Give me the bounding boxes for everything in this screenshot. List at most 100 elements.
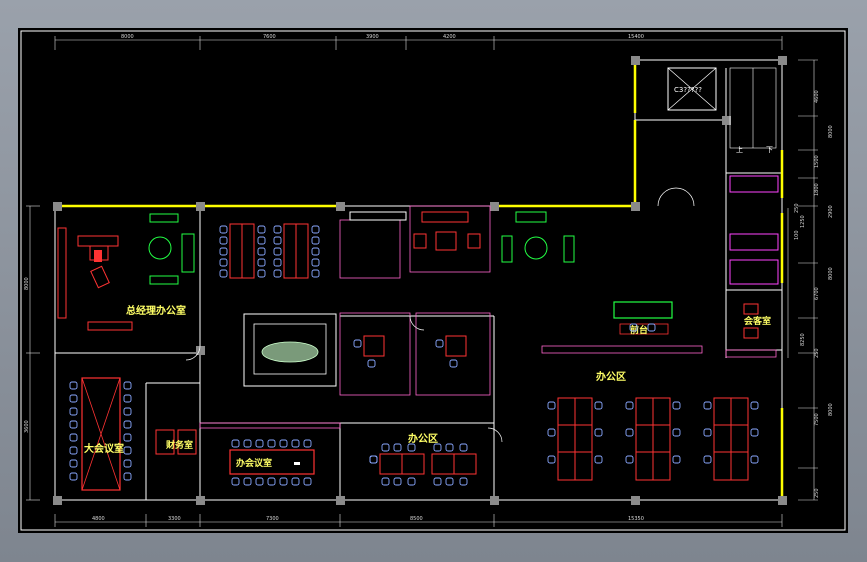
room-label-meeting: 办会议室 (236, 457, 272, 469)
big-meeting-table (81, 377, 121, 491)
dim-right-3: 1500 (814, 155, 820, 168)
dim-right-inner-2: 1250 (800, 215, 806, 228)
chair (273, 236, 282, 245)
chair (267, 477, 276, 486)
chair (353, 339, 362, 348)
chair (625, 455, 634, 464)
chair (255, 477, 264, 486)
chair (750, 428, 759, 437)
chair (672, 401, 681, 410)
chair (279, 439, 288, 448)
chair (123, 446, 132, 455)
chair (647, 323, 656, 332)
chair (69, 446, 78, 455)
drawing-border (20, 30, 846, 531)
chair (393, 443, 402, 452)
dim-right-8: 250 (814, 348, 820, 358)
chair (257, 247, 266, 256)
chair (703, 455, 712, 464)
chair (219, 236, 228, 245)
dim-top-1: 8000 (121, 34, 134, 40)
chair (123, 433, 132, 442)
chair (311, 236, 320, 245)
room-label-big-meeting: 大会议室 (84, 442, 124, 455)
chair (231, 439, 240, 448)
workstations-top-middle (229, 223, 309, 279)
chair (123, 420, 132, 429)
chair (257, 269, 266, 278)
chair (435, 339, 444, 348)
central-display (243, 313, 337, 387)
chair (219, 269, 228, 278)
meeting-table (229, 449, 315, 475)
chair (311, 269, 320, 278)
room-label-finance: 财务室 (165, 439, 193, 451)
chair (445, 477, 454, 486)
room-label-ceo-office: 总经理办公室 (126, 304, 186, 317)
chair (219, 225, 228, 234)
chair (703, 401, 712, 410)
chair (69, 407, 78, 416)
chair (459, 443, 468, 452)
chair (672, 428, 681, 437)
chair (311, 247, 320, 256)
dim-right-9: 7500 (814, 413, 820, 426)
chair (311, 225, 320, 234)
dim-bottom-4: 8500 (410, 516, 423, 522)
chair (449, 359, 458, 368)
chair (369, 455, 378, 464)
chair (750, 455, 759, 464)
dim-left-2: 3600 (24, 420, 30, 433)
dim-bottom-2: 3300 (168, 516, 181, 522)
elevator (667, 67, 717, 111)
chair (369, 455, 378, 464)
lounge-furniture (349, 211, 575, 263)
stairs-down-label: 下 (766, 146, 773, 154)
dim-right-10: 8000 (828, 403, 834, 416)
dim-right-4: 1800 (814, 183, 820, 196)
chair (267, 439, 276, 448)
chair (393, 477, 402, 486)
chair (303, 477, 312, 486)
chair (279, 477, 288, 486)
stairs-up-label: 上 (736, 145, 743, 154)
dim-right-6: 8000 (828, 267, 834, 280)
dim-right-5: 2900 (828, 205, 834, 218)
doors (185, 187, 695, 443)
small-offices (363, 335, 467, 357)
columns (53, 56, 787, 505)
chair (594, 428, 603, 437)
dim-top-3: 3900 (366, 34, 379, 40)
drawing-sheet: 8000 7600 3900 4200 15400 4800 3300 7300… (18, 28, 848, 533)
finance-desks (155, 429, 197, 455)
room-label-office-center: 办公区 (408, 432, 438, 445)
chair (625, 401, 634, 410)
dimension-bottom (54, 514, 783, 527)
dim-left-1: 8000 (24, 277, 30, 290)
chair (69, 420, 78, 429)
dim-bottom-3: 7300 (266, 516, 279, 522)
dimension-right (787, 59, 818, 501)
room-label-reception: 会客室 (744, 315, 771, 327)
chairs (69, 225, 759, 486)
room-label-office-right: 办公区 (596, 370, 626, 383)
chair (243, 439, 252, 448)
chair (257, 225, 266, 234)
chair (407, 477, 416, 486)
chair (433, 477, 442, 486)
room-label-front-desk: 前台 (630, 324, 648, 336)
chair (273, 269, 282, 278)
dim-right-7: 6700 (814, 287, 820, 300)
dim-right-inner-4: 8250 (800, 333, 806, 346)
chair (445, 443, 454, 452)
dim-right-1: 4600 (814, 90, 820, 103)
chair (273, 225, 282, 234)
chair (255, 439, 264, 448)
dim-bottom-5: 15350 (628, 516, 644, 522)
restrooms (729, 175, 779, 285)
chair (433, 443, 442, 452)
chair (459, 477, 468, 486)
chair (369, 455, 378, 464)
chair (311, 258, 320, 267)
stairs (729, 67, 777, 149)
